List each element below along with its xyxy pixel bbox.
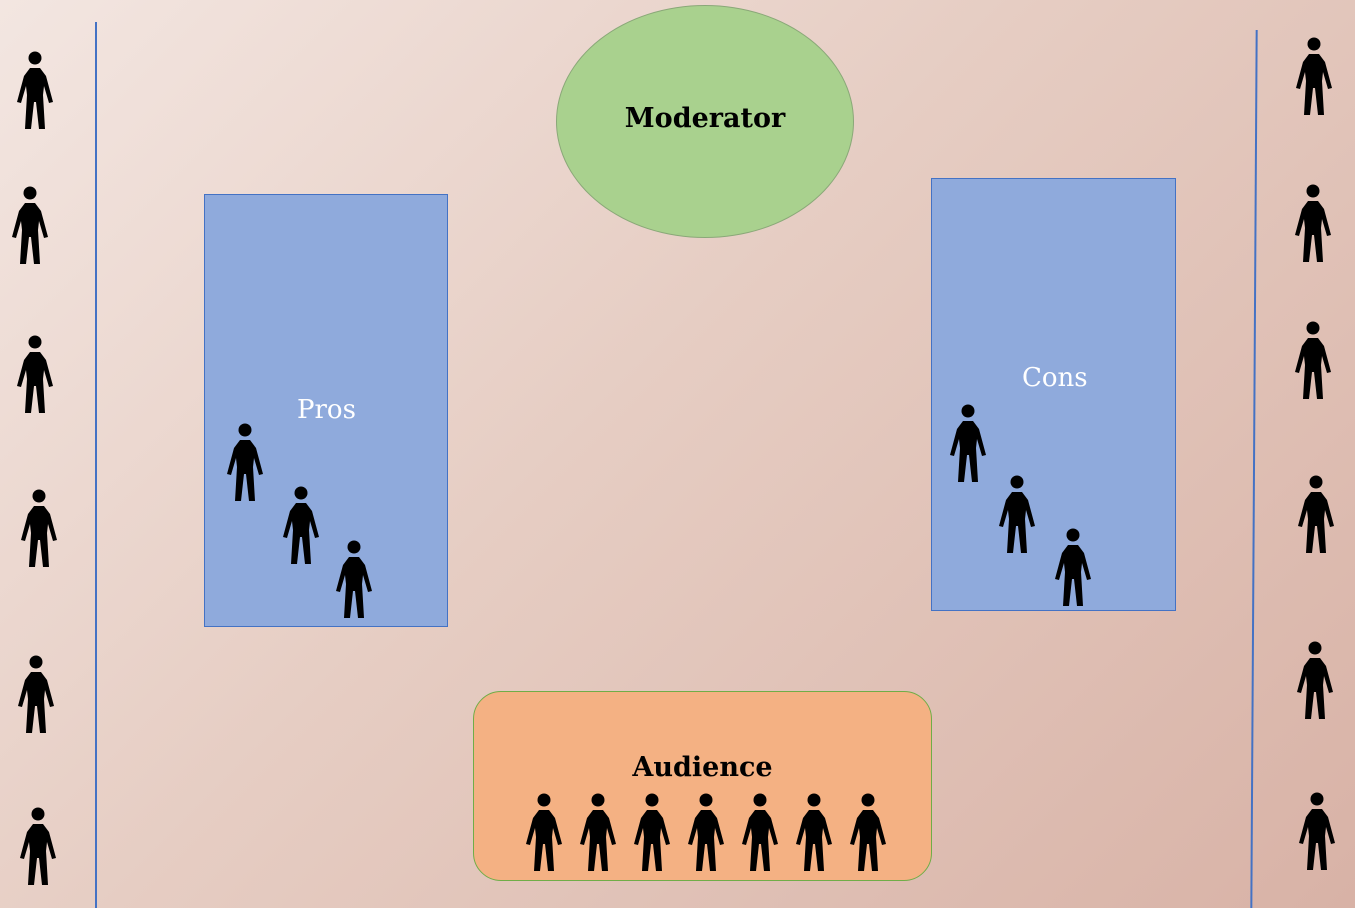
person-icon: [20, 806, 56, 886]
person-icon: [21, 488, 57, 568]
person-icon: [227, 422, 263, 502]
person-icon: [17, 334, 53, 414]
person-icon: [17, 50, 53, 130]
person-icon: [999, 474, 1035, 554]
person-icon: [950, 403, 986, 483]
left-divider-line: [95, 22, 97, 908]
right-divider-line: [1250, 30, 1258, 908]
moderator-ellipse: Moderator: [556, 5, 854, 238]
person-icon: [688, 792, 724, 872]
person-icon: [796, 792, 832, 872]
audience-label: Audience: [632, 752, 773, 783]
person-icon: [18, 654, 54, 734]
person-icon: [526, 792, 562, 872]
person-icon: [1055, 527, 1091, 607]
person-icon: [336, 539, 372, 619]
cons-label: Cons: [1022, 363, 1088, 393]
person-icon: [850, 792, 886, 872]
person-icon: [1295, 183, 1331, 263]
pros-box: Pros: [204, 194, 448, 627]
person-icon: [1295, 320, 1331, 400]
person-icon: [1297, 640, 1333, 720]
moderator-label: Moderator: [624, 103, 786, 134]
person-icon: [742, 792, 778, 872]
person-icon: [580, 792, 616, 872]
person-icon: [1296, 36, 1332, 116]
person-icon: [1299, 791, 1335, 871]
pros-label: Pros: [297, 395, 356, 425]
person-icon: [1298, 474, 1334, 554]
person-icon: [12, 185, 48, 265]
person-icon: [283, 485, 319, 565]
person-icon: [634, 792, 670, 872]
cons-box: Cons: [931, 178, 1176, 611]
audience-box: Audience: [473, 691, 932, 881]
